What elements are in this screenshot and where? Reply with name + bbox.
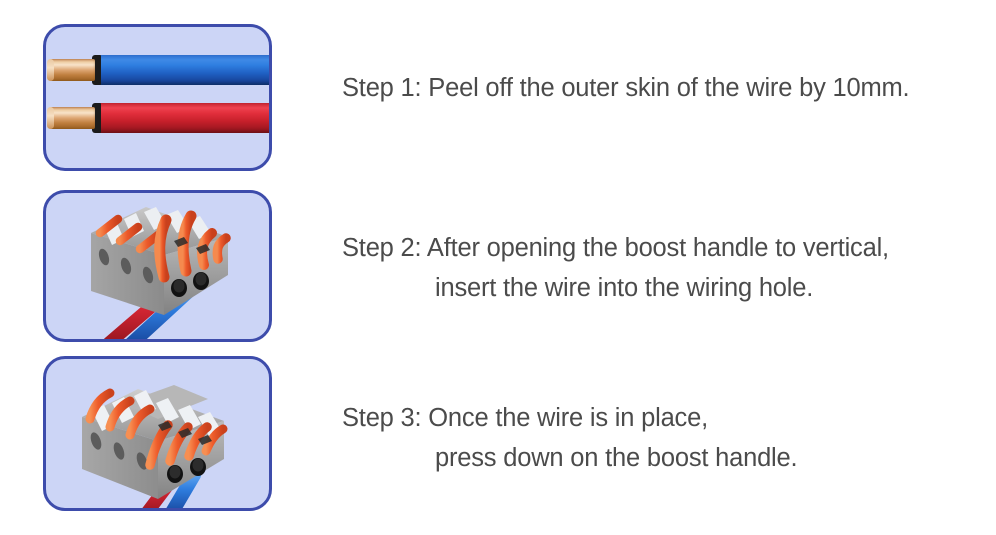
red-wire-copper-end — [47, 107, 54, 129]
deck-vents — [174, 237, 210, 254]
step-1-illustration-panel — [43, 24, 272, 171]
connector-wire-holes — [167, 458, 206, 483]
step-1-line-1: Step 1: Peel off the outer skin of the w… — [342, 74, 910, 102]
connector-wire-holes — [171, 272, 209, 297]
boost-handle-7 — [201, 424, 228, 456]
stripped-wires-illustration — [46, 27, 269, 168]
step-row-1: Step 1: Peel off the outer skin of the w… — [0, 24, 996, 171]
connector-levers-closed-illustration — [46, 359, 269, 508]
red-wire-copper-conductor — [49, 107, 95, 129]
connector-closed-svg — [82, 385, 228, 508]
blue-wire-insulation-edge — [92, 55, 101, 85]
blue-wire — [47, 55, 269, 85]
step-2-illustration-panel — [43, 190, 272, 342]
levers-flat-rear — [95, 214, 163, 254]
step-2-text: Step 2: After opening the boost handle t… — [342, 228, 972, 308]
boost-handle-3 — [125, 404, 155, 440]
step-3-illustration-panel — [43, 356, 272, 511]
deck-vents — [158, 421, 212, 445]
boost-handle-1 — [85, 388, 115, 424]
boost-handle-1 — [154, 214, 172, 283]
red-wire — [47, 103, 269, 133]
connector-slots — [98, 248, 154, 284]
step-row-3: Step 3: Once the wire is in place, press… — [0, 356, 996, 511]
step-1-text: Step 1: Peel off the outer skin of the w… — [342, 68, 972, 108]
boost-handle-4 — [212, 233, 231, 264]
step-2-line-1: Step 2: After opening the boost handle t… — [342, 234, 889, 262]
connector-levers-open-illustration — [46, 193, 269, 339]
connector-slots — [90, 432, 148, 470]
step-2-line-2: insert the wire into the wiring hole. — [435, 274, 814, 302]
boost-handle-6 — [184, 422, 212, 461]
step-3-line-1: Step 3: Once the wire is in place, — [342, 404, 708, 432]
blue-wire-copper-conductor — [49, 59, 95, 81]
step-3-line-2: press down on the boost handle. — [435, 444, 798, 472]
blue-wire-copper-end — [47, 59, 54, 81]
blue-wire — [166, 468, 201, 508]
step-3-text: Step 3: Once the wire is in place, press… — [342, 398, 972, 478]
connector-open-svg — [91, 207, 231, 339]
step-row-2: Step 2: After opening the boost handle t… — [0, 190, 996, 342]
red-wire-insulation-edge — [92, 103, 101, 133]
boost-handle-2 — [105, 396, 135, 432]
